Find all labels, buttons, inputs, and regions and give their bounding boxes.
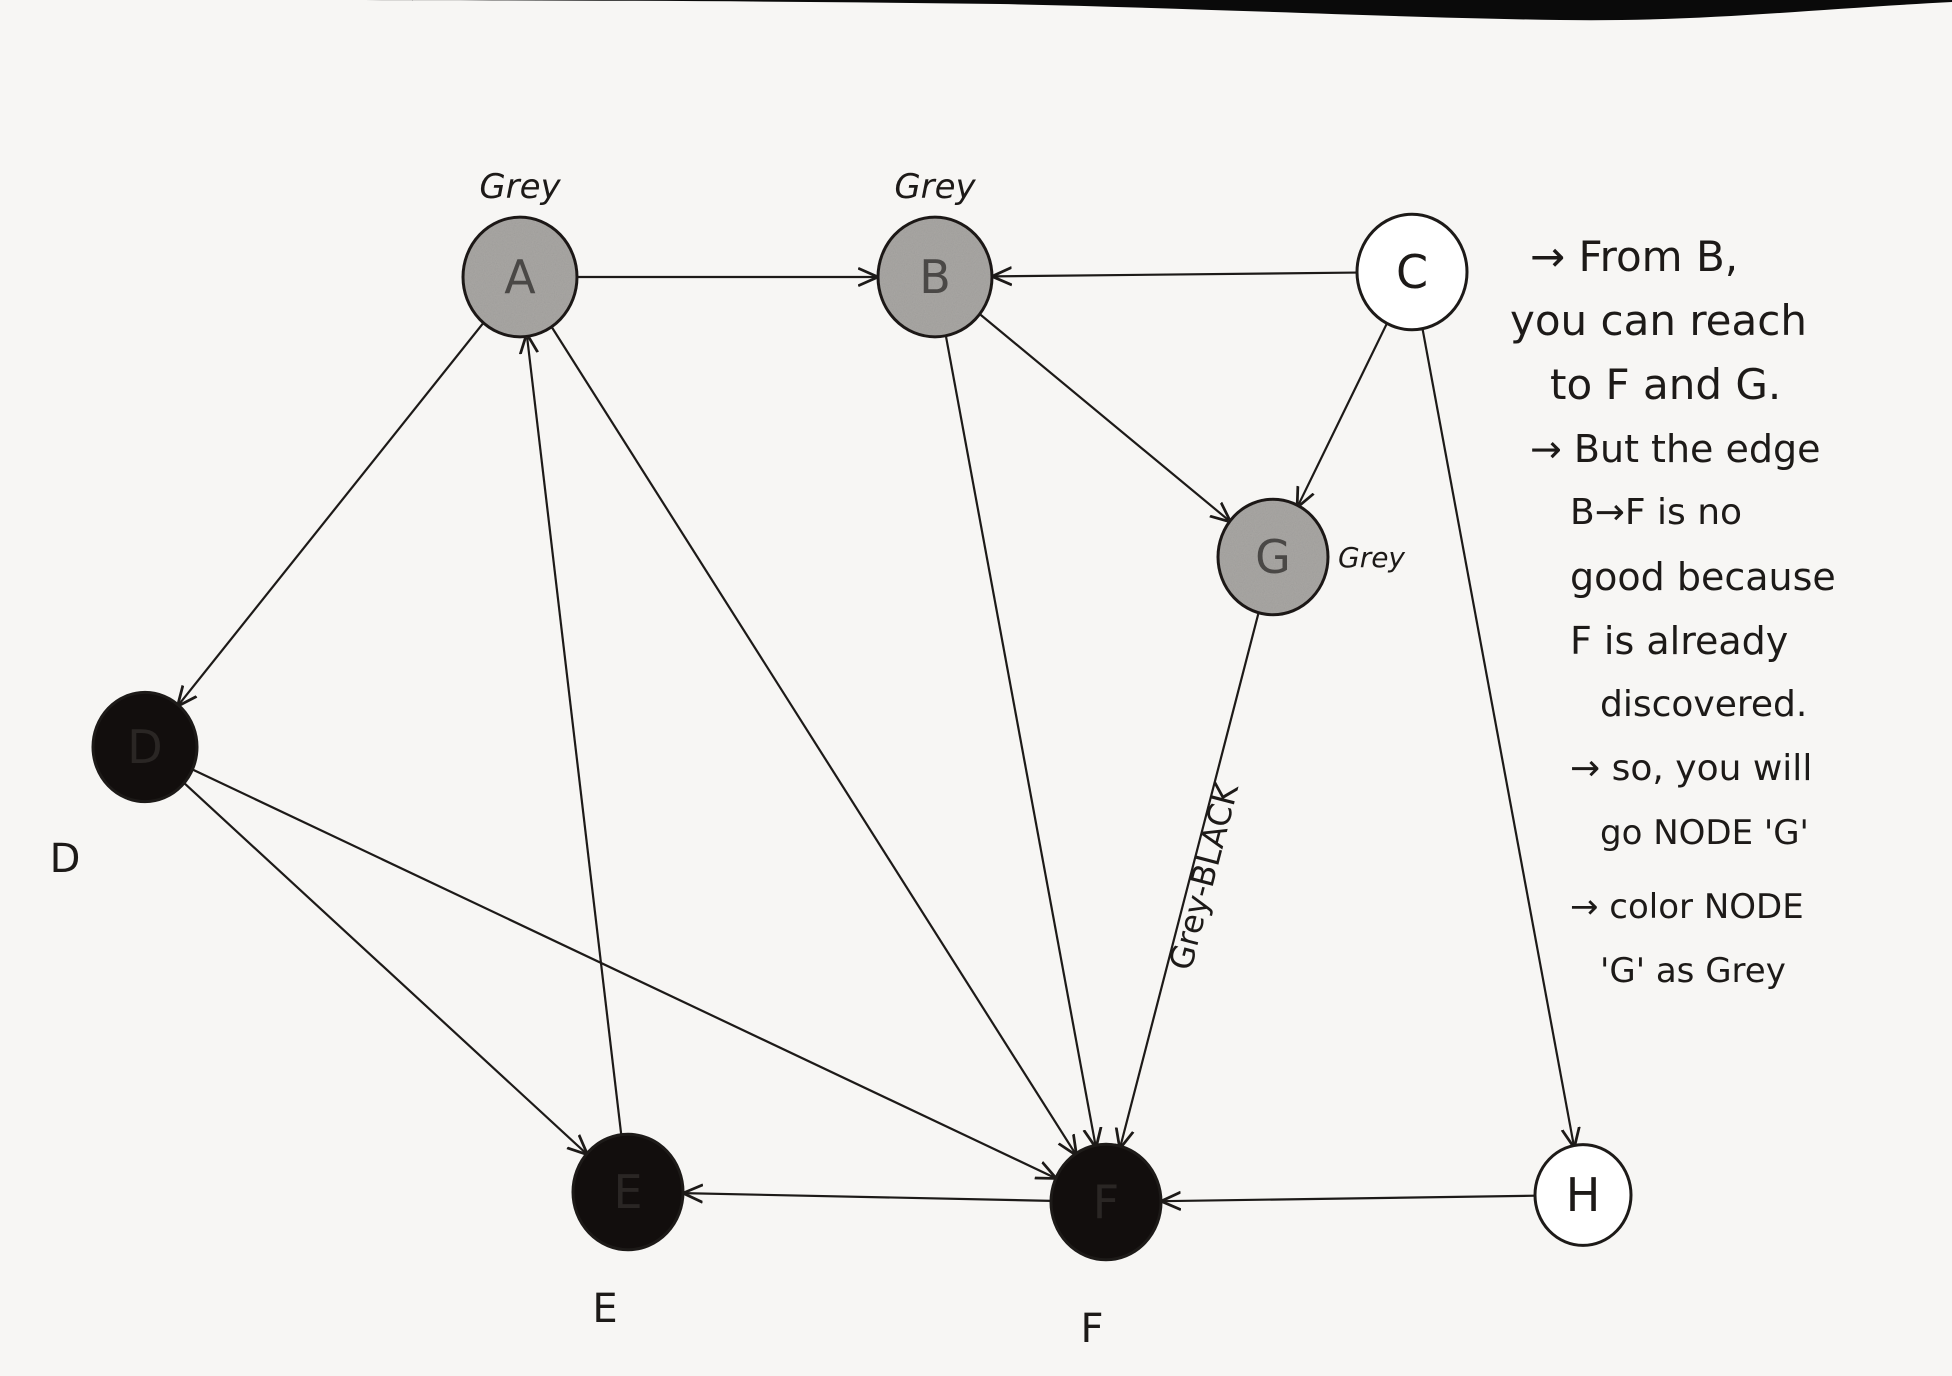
edge-g-to-f: [1120, 609, 1261, 1149]
node-b: B: [876, 215, 994, 339]
note-line: B→F is no: [1570, 492, 1743, 533]
node-label: D: [127, 720, 162, 774]
explanation-notes: → From B, you can reach to F and G. → Bu…: [1510, 225, 1950, 1003]
note-line: you can reach: [1510, 296, 1807, 345]
node-e: E: [571, 1132, 685, 1252]
note-line: → From B,: [1530, 232, 1739, 281]
node-state-annotation: Grey: [479, 167, 561, 207]
node-state-annotation: Grey: [1338, 541, 1405, 574]
node-f: F: [1049, 1142, 1163, 1262]
edge-h-to-f: [1161, 1196, 1536, 1201]
edge-d-to-f: [191, 768, 1056, 1178]
nodes-layer: A B C G D E F H: [91, 212, 1633, 1262]
node-outside-label: D: [50, 836, 81, 882]
node-outside-label: E: [592, 1286, 617, 1332]
edge-f-to-e: [683, 1193, 1052, 1201]
edge-e-to-a: [527, 334, 623, 1138]
node-label: G: [1255, 530, 1291, 584]
node-outside-label: F: [1080, 1306, 1103, 1352]
node-label: H: [1566, 1168, 1601, 1222]
note-line: → But the edge: [1530, 427, 1821, 471]
node-label: F: [1093, 1175, 1119, 1229]
edge-a-to-d: [177, 320, 486, 707]
note-line: F is already: [1570, 619, 1789, 663]
node-c: C: [1355, 212, 1469, 332]
page-top-shadow: [0, 0, 1952, 22]
node-a: A: [461, 215, 579, 339]
note-line: → so, you will: [1570, 748, 1813, 789]
edge-c-to-g: [1297, 320, 1389, 507]
edge-b-to-f: [944, 332, 1096, 1148]
note-line: discovered.: [1600, 684, 1808, 725]
edge-d-to-e: [182, 781, 587, 1154]
node-state-annotation: Grey: [894, 167, 976, 207]
note-line: go NODE 'G': [1600, 813, 1809, 853]
edge-a-to-f: [549, 324, 1077, 1155]
edge-c-to-h: [1420, 325, 1574, 1148]
node-label: A: [504, 250, 536, 304]
edge-c-to-b: [992, 273, 1358, 277]
node-label: E: [613, 1165, 642, 1219]
node-d: D: [91, 690, 199, 804]
edges-layer: [177, 273, 1574, 1202]
note-line: → color NODE: [1570, 887, 1804, 927]
note-line: good because: [1570, 555, 1836, 599]
note-line: 'G' as Grey: [1600, 951, 1786, 991]
node-g: G: [1216, 497, 1330, 617]
node-label: B: [919, 250, 951, 304]
edge-b-to-g: [978, 312, 1231, 522]
node-label: C: [1396, 245, 1428, 299]
edge-label: Grey-BLACK: [1162, 779, 1247, 974]
node-h: H: [1533, 1143, 1633, 1247]
note-line: to F and G.: [1550, 360, 1782, 409]
